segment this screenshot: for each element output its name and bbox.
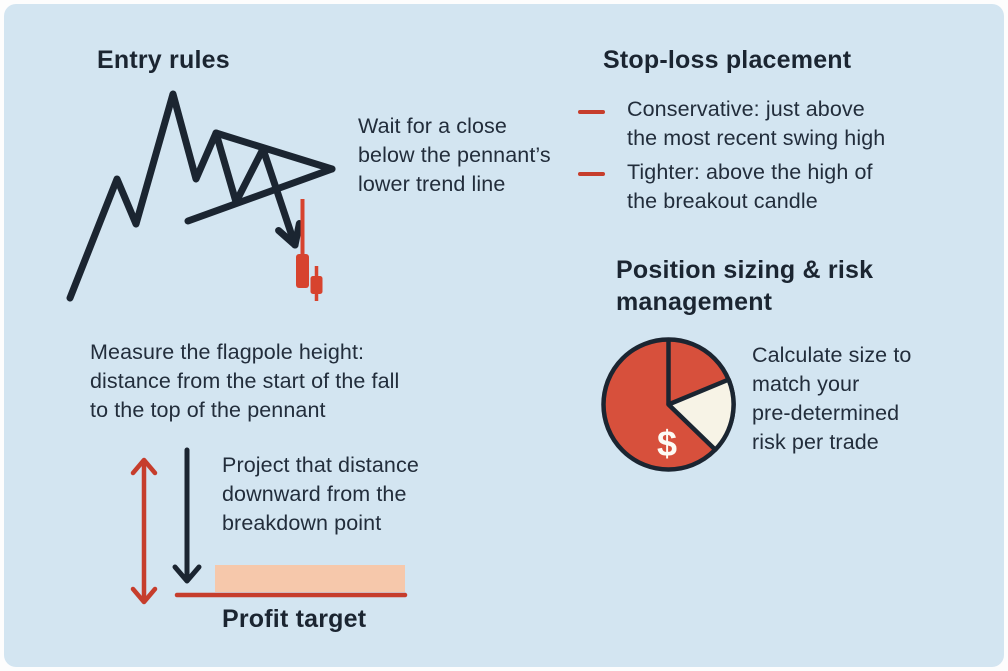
- entry-rules-title: Entry rules: [97, 46, 230, 74]
- entry-rules-note: Wait for a close below the pennant’s low…: [358, 114, 551, 196]
- position-sizing-title: Position sizing & risk management: [616, 256, 874, 316]
- stop-loss-item-conservative: Conservative: just above the most recent…: [627, 97, 886, 150]
- stop-level-dash-icon: [578, 171, 605, 176]
- projection-note: Project that distance downward from the …: [222, 453, 419, 535]
- stop-level-dash-icon: [578, 109, 605, 114]
- position-sizing-note: Calculate size to match your pre-determi…: [752, 343, 912, 454]
- stop-loss-item-tighter: Tighter: above the high of the breakout …: [627, 160, 873, 213]
- stop-loss-title: Stop-loss placement: [603, 46, 852, 74]
- profit-target-label: Profit target: [222, 605, 367, 633]
- flagpole-measure-note: Measure the flagpole height: distance fr…: [90, 340, 400, 422]
